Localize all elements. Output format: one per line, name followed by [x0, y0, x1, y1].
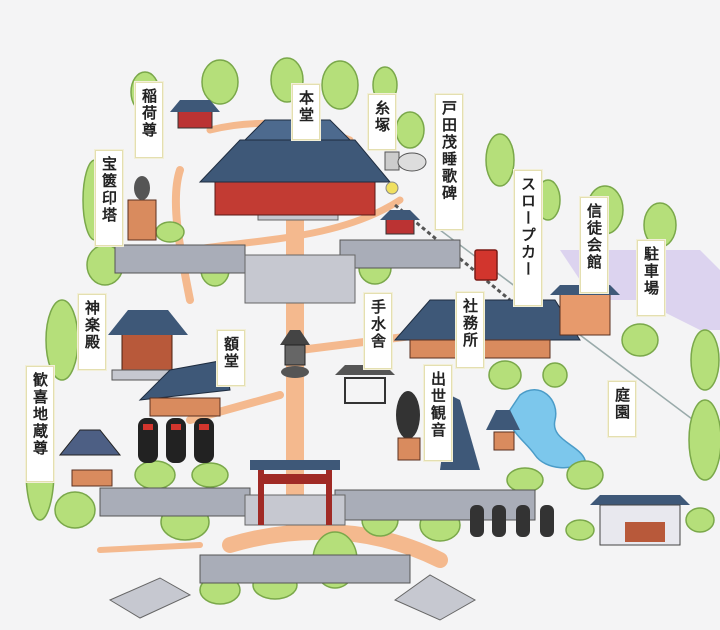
label-hondo[interactable]: 本堂 — [292, 84, 320, 140]
label-slope-car[interactable]: スロープカー — [514, 170, 542, 306]
stone-walls — [99, 239, 536, 584]
kagura-hall[interactable] — [108, 310, 188, 381]
label-parking[interactable]: 駐車場 — [637, 240, 665, 316]
temizuya[interactable] — [335, 365, 395, 404]
torii-gate[interactable] — [250, 460, 340, 525]
label-gakudo[interactable]: 額堂 — [217, 330, 245, 386]
label-toda-monument[interactable]: 戸田茂睡歌碑 — [435, 94, 463, 230]
kankiji-jizo-shrine[interactable] — [58, 429, 122, 487]
label-kankiji-jizo[interactable]: 歓喜地蔵尊 — [26, 366, 54, 482]
gakudo-hall[interactable] — [138, 359, 231, 463]
jizo-statues — [470, 505, 554, 537]
inari-shrine[interactable] — [170, 100, 220, 129]
label-teien[interactable]: 庭園 — [608, 381, 636, 437]
label-inari[interactable]: 稲荷尊 — [135, 82, 163, 158]
hokyoin-tower[interactable] — [127, 176, 157, 241]
toda-monument — [385, 181, 399, 195]
label-hokyoin[interactable]: 宝篋印塔 — [95, 150, 123, 246]
shamusho-office[interactable] — [393, 299, 581, 359]
label-kagura[interactable]: 神楽殿 — [78, 294, 106, 370]
label-shusse-kannon[interactable]: 出世観音 — [424, 365, 452, 461]
garden-gate[interactable] — [590, 495, 690, 546]
pond[interactable] — [508, 389, 586, 469]
stone-lantern — [280, 330, 310, 378]
itozuka-monument — [384, 151, 427, 172]
small-building — [380, 210, 420, 235]
label-itozuka[interactable]: 糸塚 — [368, 94, 396, 150]
label-member-hall[interactable]: 信徒会館 — [580, 197, 608, 293]
label-temizuya[interactable]: 手水舎 — [364, 293, 392, 369]
small-pagoda — [486, 410, 520, 451]
slope-car[interactable] — [474, 249, 498, 281]
label-shamusho[interactable]: 社務所 — [456, 292, 484, 368]
